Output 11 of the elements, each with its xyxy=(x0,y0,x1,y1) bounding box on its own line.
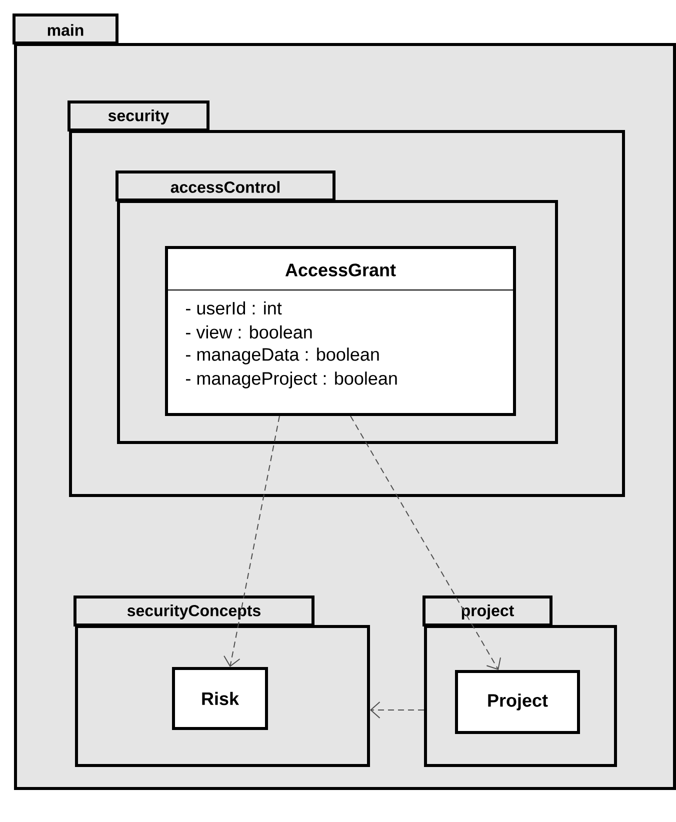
node-label: securityConcepts xyxy=(127,604,260,620)
dependency-arrow xyxy=(350,416,501,670)
dependency-arrow xyxy=(224,416,280,667)
node-label: security xyxy=(108,110,170,124)
node-label: main xyxy=(48,24,84,36)
dependency-arrow xyxy=(370,702,424,718)
class-box: Project xyxy=(455,670,580,734)
class-box: AccessGrant - userId : int - view : boolean - manageData : boolean - manageProject : boolean xyxy=(164,246,516,416)
class-box: Risk xyxy=(172,667,268,730)
node-label: accessControl xyxy=(170,181,280,193)
node-label: project xyxy=(462,604,514,620)
